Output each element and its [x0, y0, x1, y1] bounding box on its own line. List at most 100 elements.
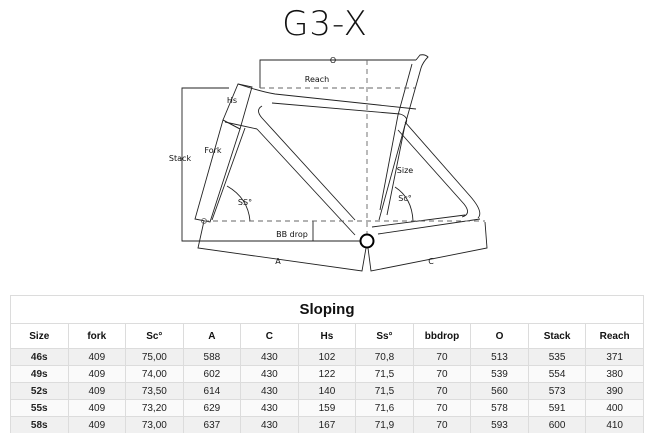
chain-stay [371, 214, 481, 235]
o-dimension-line [259, 59, 416, 88]
cell: 73,20 [125, 399, 184, 417]
ss-angle-arc [226, 185, 251, 222]
table-row: 46s 409 75,00 588 430 102 70,8 70 513 53… [10, 348, 644, 366]
label-ss-angle: SS° [238, 198, 252, 207]
cell: 73,50 [125, 382, 184, 400]
label-a: A [275, 257, 281, 266]
cell: 140 [297, 382, 357, 400]
label-o: O [330, 56, 336, 65]
cell: 73,00 [125, 416, 184, 433]
cell: 70 [412, 416, 472, 433]
cell: 637 [182, 416, 242, 433]
cell: 593 [470, 416, 529, 433]
label-reach: Reach [305, 75, 330, 84]
col-o: O [470, 323, 529, 349]
col-sc: Sc° [125, 323, 184, 349]
cell: 71,5 [355, 365, 414, 383]
top-tube [237, 83, 417, 221]
table-row: 52s 409 73,50 614 430 140 71,5 70 560 57… [10, 382, 644, 400]
sc-angle-arc [394, 186, 414, 222]
col-bbdrop: bbdrop [412, 323, 472, 349]
cell-size: 52s [10, 382, 69, 400]
col-fork: fork [67, 323, 127, 349]
geometry-table: Sloping Size fork Sc° A C Hs Ss° bbdrop … [10, 295, 644, 433]
cell: 591 [527, 399, 587, 417]
col-stack: Stack [527, 323, 587, 349]
label-c: C [428, 257, 434, 266]
stack-dimension-line [181, 87, 360, 242]
cell: 74,00 [125, 365, 184, 383]
label-stack: Stack [169, 154, 192, 163]
cell: 430 [240, 365, 299, 383]
cell: 71,5 [355, 382, 414, 400]
col-c: C [240, 323, 299, 349]
cell: 70 [412, 399, 472, 417]
seat-tube [386, 54, 429, 216]
label-sc-angle: Sc° [398, 194, 411, 203]
cell: 71,9 [355, 416, 414, 433]
col-hs: Hs [297, 323, 357, 349]
cell: 588 [182, 348, 242, 366]
cell: 409 [67, 416, 127, 433]
cell: 602 [182, 365, 242, 383]
cell: 122 [297, 365, 357, 383]
cell: 70 [412, 348, 472, 366]
cell: 539 [470, 365, 529, 383]
cell: 430 [240, 399, 299, 417]
cell-size: 55s [10, 399, 69, 417]
cell: 409 [67, 365, 127, 383]
cell: 600 [527, 416, 587, 433]
label-size: Size [397, 166, 414, 175]
cell: 390 [585, 382, 644, 400]
cell: 513 [470, 348, 529, 366]
table-row: 58s 409 73,00 637 430 167 71,9 70 593 60… [10, 416, 644, 433]
label-hs: Hs [227, 96, 237, 105]
cell-size: 58s [10, 416, 69, 433]
cell: 614 [182, 382, 242, 400]
bottom-bracket-icon [359, 233, 375, 249]
cell: 102 [297, 348, 357, 366]
cell: 400 [585, 399, 644, 417]
c-dimension-line [367, 221, 488, 272]
table-row: 49s 409 74,00 602 430 122 71,5 70 539 55… [10, 365, 644, 383]
frame-geometry-diagram: O Reach Hs Fork Stack Size SS° Sc° BB dr… [169, 54, 488, 272]
col-size: Size [10, 323, 69, 349]
cell: 70 [412, 365, 472, 383]
fork [194, 119, 241, 223]
col-a: A [182, 323, 242, 349]
cell: 578 [470, 399, 529, 417]
table-row: 55s 409 73,20 629 430 159 71,6 70 578 59… [10, 399, 644, 417]
cell: 554 [527, 365, 587, 383]
cell: 409 [67, 399, 127, 417]
cell: 535 [527, 348, 587, 366]
cell: 70 [412, 382, 472, 400]
front-axle-icon [201, 218, 207, 224]
cell: 167 [297, 416, 357, 433]
cell: 409 [67, 382, 127, 400]
label-bb-drop: BB drop [276, 230, 308, 239]
col-reach: Reach [585, 323, 644, 349]
cell: 409 [67, 348, 127, 366]
label-fork: Fork [204, 146, 222, 155]
column-header-row: Size fork Sc° A C Hs Ss° bbdrop O Stack … [10, 323, 644, 349]
col-ss: Ss° [355, 323, 414, 349]
cell-size: 46s [10, 348, 69, 366]
cell: 159 [297, 399, 357, 417]
cell: 70,8 [355, 348, 414, 366]
cell: 629 [182, 399, 242, 417]
a-dimension-line [197, 220, 367, 272]
table-caption: Sloping [10, 295, 644, 324]
cell: 430 [240, 416, 299, 433]
cell: 380 [585, 365, 644, 383]
cell: 71,6 [355, 399, 414, 417]
cell: 410 [585, 416, 644, 433]
cell: 430 [240, 382, 299, 400]
cell: 75,00 [125, 348, 184, 366]
model-title: G3-X [282, 4, 368, 44]
cell: 560 [470, 382, 529, 400]
seat-stay [397, 121, 481, 219]
cell: 573 [527, 382, 587, 400]
cell: 430 [240, 348, 299, 366]
cell-size: 49s [10, 365, 69, 383]
cell: 371 [585, 348, 644, 366]
